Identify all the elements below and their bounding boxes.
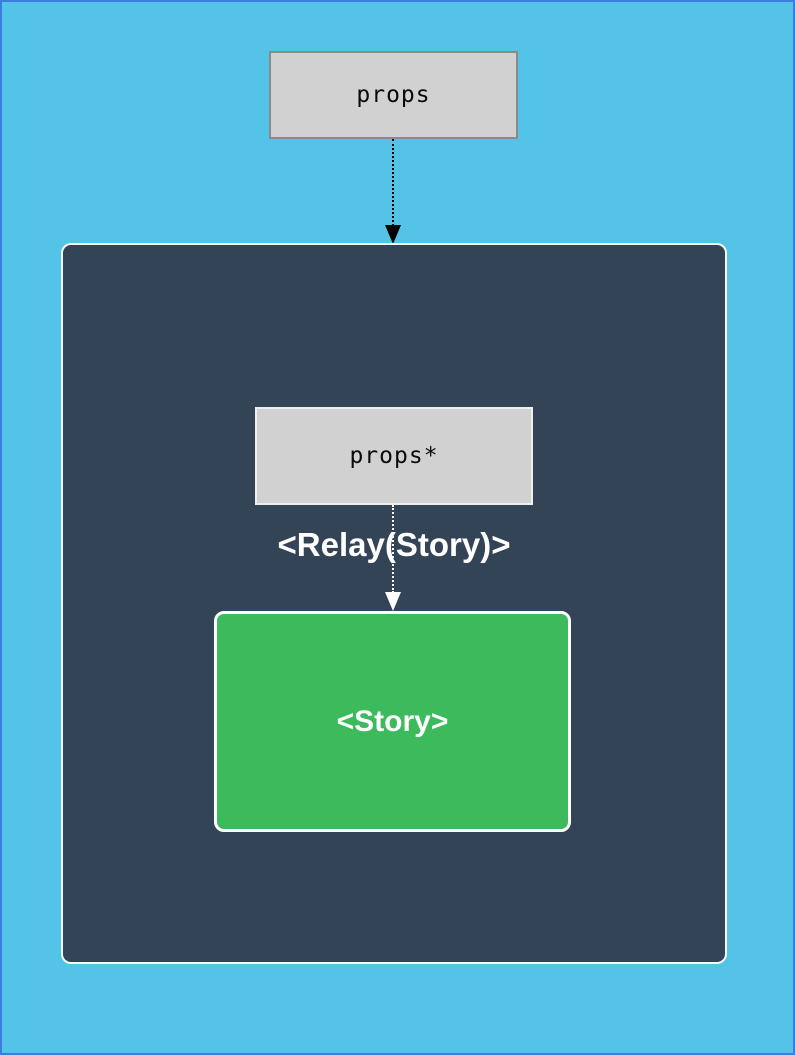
props-node: props	[269, 51, 518, 139]
story-node: <Story>	[214, 611, 571, 832]
arrow-props-to-relay-line	[392, 139, 394, 226]
story-node-label: <Story>	[336, 704, 449, 738]
arrow-propsstar-to-story-line	[392, 505, 394, 593]
props-star-node: props*	[255, 407, 533, 505]
arrowhead-down-white-icon	[385, 592, 401, 611]
props-star-node-label: props*	[349, 443, 439, 469]
props-node-label: props	[356, 82, 431, 108]
arrowhead-down-icon	[385, 225, 401, 244]
relay-container-title: <Relay(Story)>	[277, 526, 511, 563]
